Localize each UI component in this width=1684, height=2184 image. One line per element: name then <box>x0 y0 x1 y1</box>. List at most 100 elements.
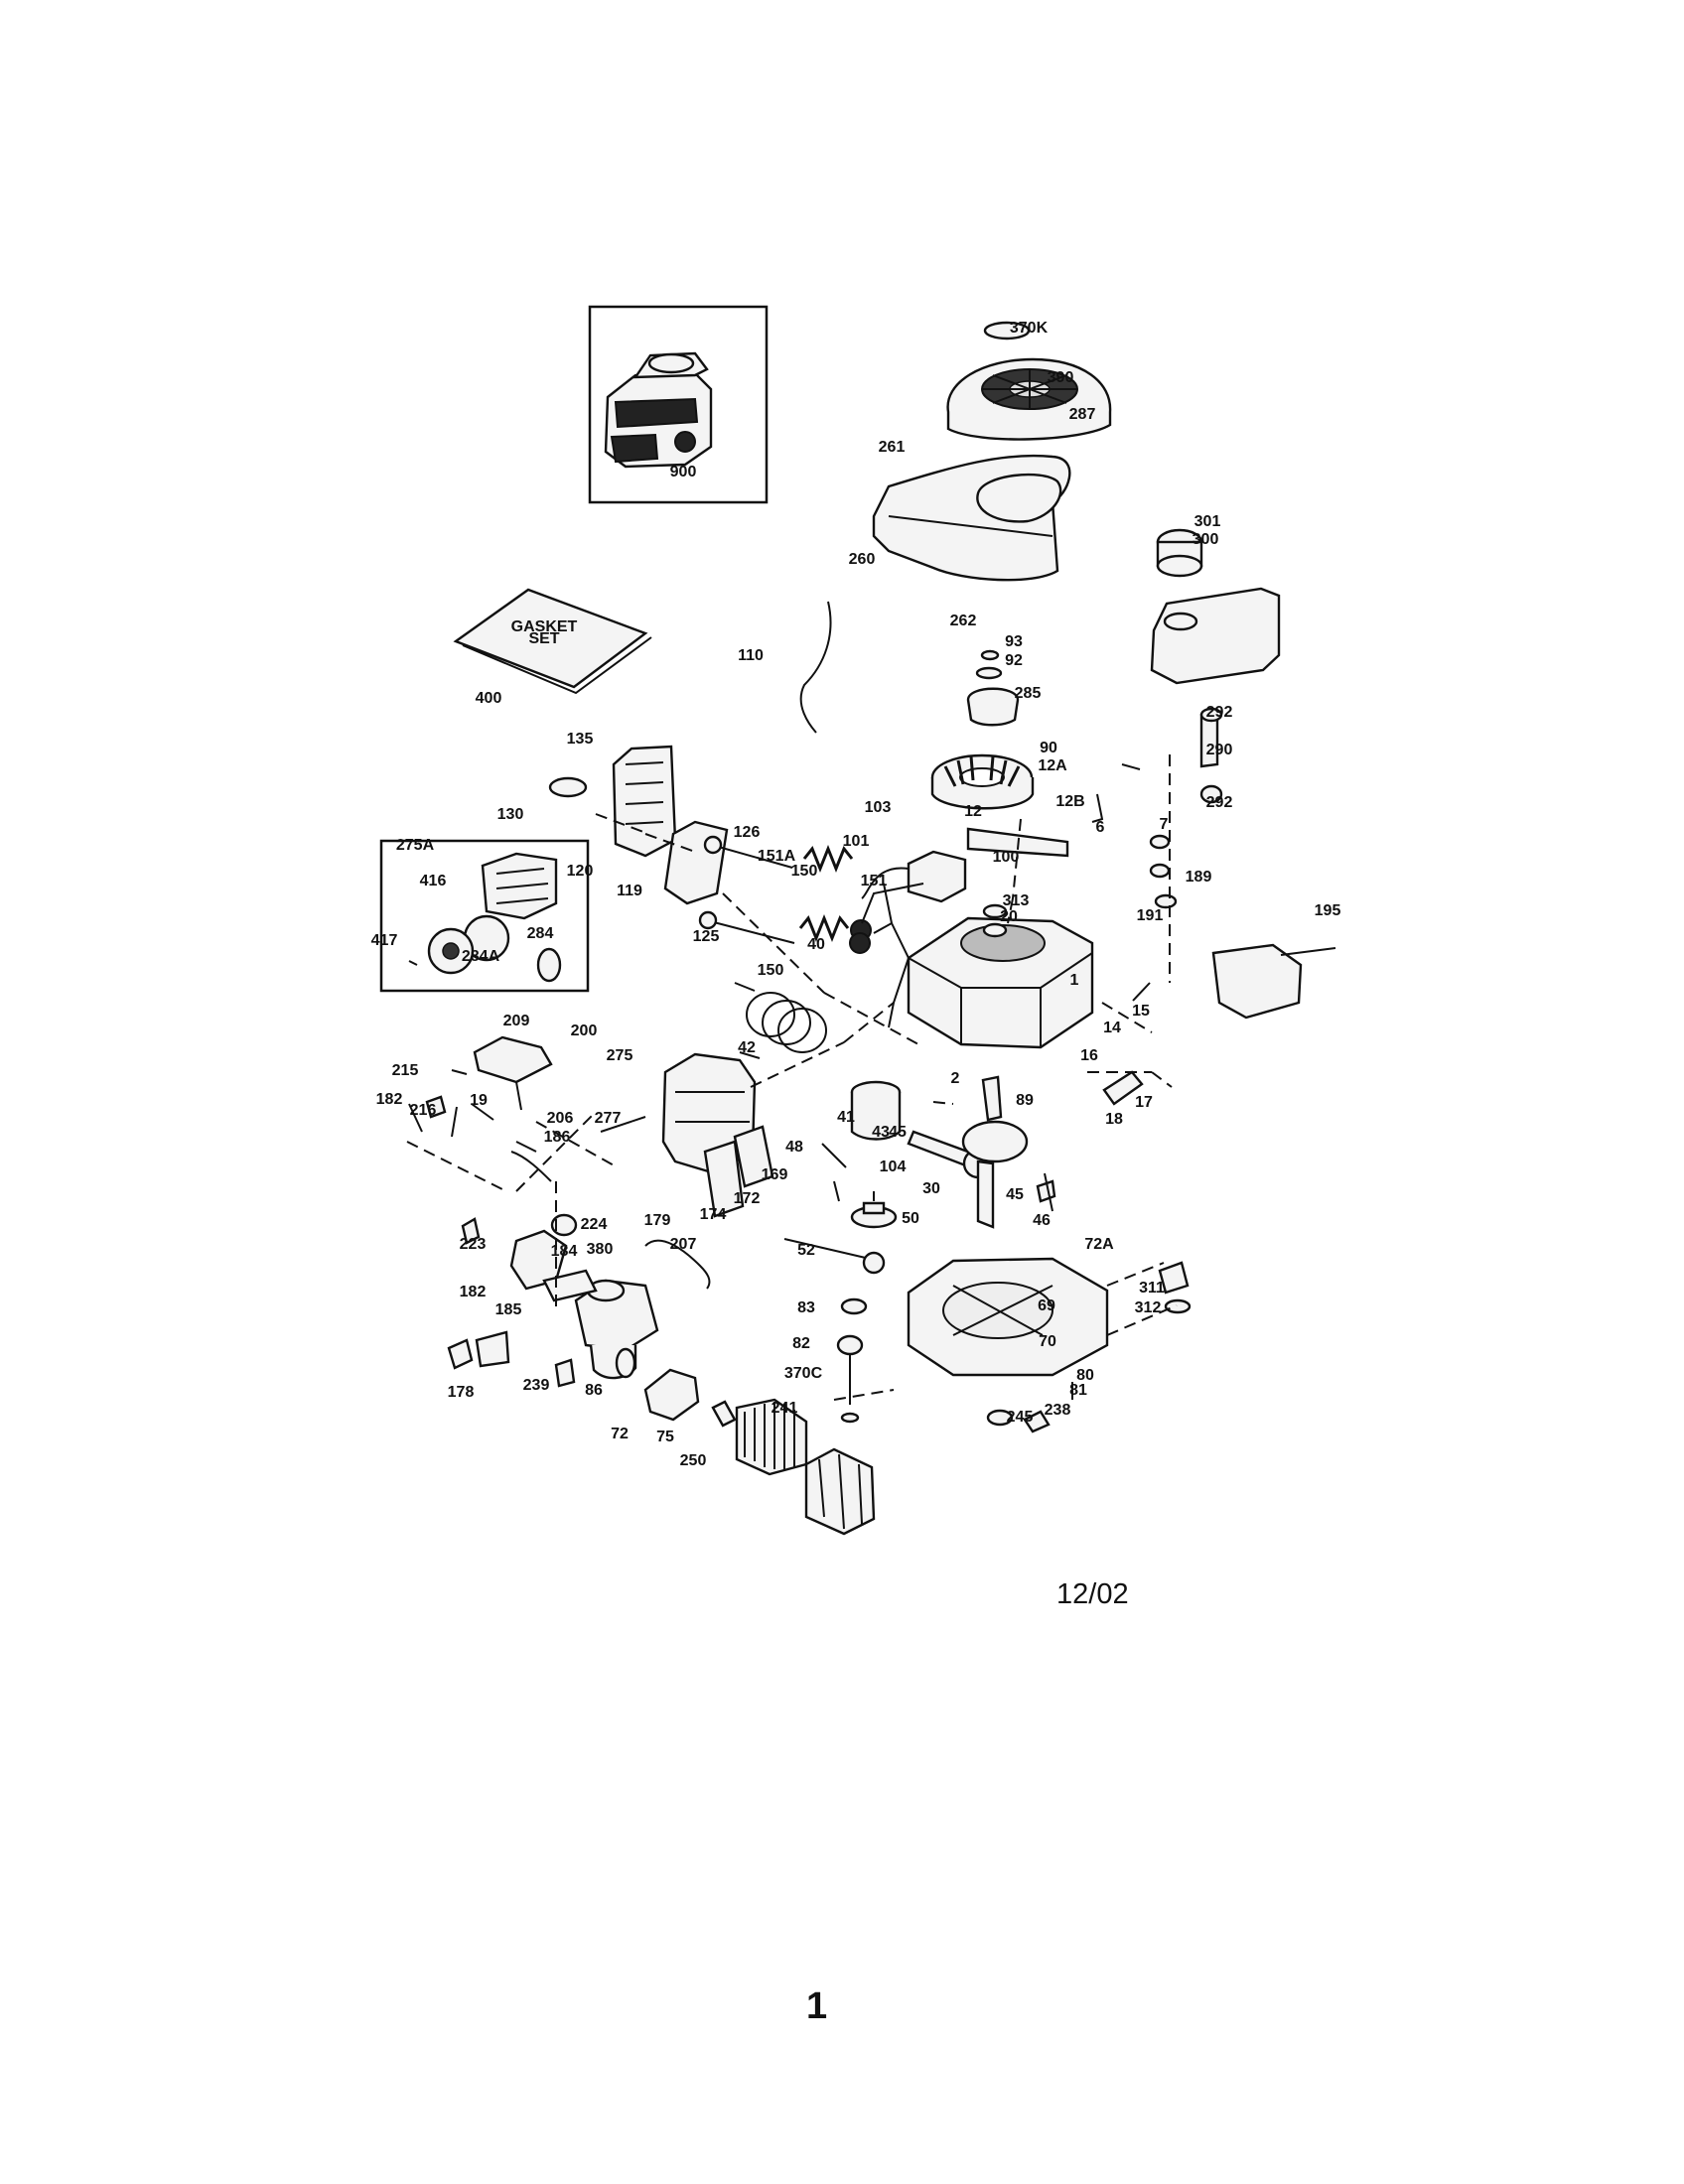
part-label-195: 195 <box>1315 902 1341 919</box>
part-label-83: 83 <box>797 1299 815 1316</box>
intake-gaskets-part <box>703 1125 774 1218</box>
part-label-15: 15 <box>1132 1003 1150 1020</box>
part-label-189: 189 <box>1186 869 1212 886</box>
part-label-216: 216 <box>410 1102 437 1119</box>
part-label-120: 120 <box>567 863 594 880</box>
svg-text:SET: SET <box>528 630 559 647</box>
air-cleaner-part <box>615 1347 876 1536</box>
part-label-50: 50 <box>902 1210 919 1227</box>
part-label-416: 416 <box>420 873 447 889</box>
date-code: 12/02 <box>1056 1578 1129 1610</box>
part-label-275a: 275A <box>396 837 435 854</box>
part-label-313: 313 <box>1003 892 1030 909</box>
cam-gear-part <box>783 1201 898 1275</box>
part-label-7: 7 <box>1160 816 1169 833</box>
cylinder-head-part <box>548 745 677 858</box>
part-label-900: 900 <box>670 464 697 480</box>
part-label-20: 20 <box>1000 908 1018 925</box>
fuel-tank-part <box>1150 528 1281 685</box>
flywheel-part <box>930 753 1035 810</box>
part-label-250: 250 <box>680 1452 707 1469</box>
part-label-285: 285 <box>1015 685 1042 702</box>
part-label-14: 14 <box>1103 1020 1121 1036</box>
rewind-starter-part <box>946 357 1112 441</box>
part-label-284: 284 <box>527 925 554 942</box>
valve-springs-part <box>798 844 872 954</box>
part-label-301: 301 <box>1194 513 1221 530</box>
part-label-72: 72 <box>611 1426 629 1442</box>
part-label-238: 238 <box>1045 1402 1071 1419</box>
part-label-185: 185 <box>495 1301 522 1318</box>
part-label-292: 292 <box>1206 794 1233 811</box>
part-label-178: 178 <box>448 1384 475 1401</box>
crankshaft-part <box>961 1075 1029 1229</box>
part-label-100: 100 <box>993 849 1020 866</box>
oil-slinger-part <box>836 1297 868 1424</box>
piston-connecting-rod-part <box>850 1080 994 1179</box>
ignition-module-part <box>861 850 967 903</box>
part-label-12b: 12B <box>1055 793 1084 810</box>
part-label-101: 101 <box>843 833 870 850</box>
part-label-186: 186 <box>544 1129 571 1146</box>
part-label-169: 169 <box>762 1166 788 1183</box>
part-label-275: 275 <box>607 1047 633 1064</box>
part-label-72a: 72A <box>1084 1236 1114 1253</box>
part-label-45: 45 <box>889 1124 907 1141</box>
part-label-245: 245 <box>1007 1409 1034 1426</box>
part-label-312: 312 <box>1135 1299 1162 1316</box>
part-label-119: 119 <box>617 883 642 899</box>
part-number-labels: 370K390287261900260262301300939211028540… <box>371 320 1341 1469</box>
part-label-292: 292 <box>1206 704 1233 721</box>
piston-rings-part <box>734 982 827 1059</box>
part-label-69: 69 <box>1038 1297 1055 1314</box>
part-label-82: 82 <box>792 1335 810 1352</box>
part-label-81: 81 <box>1069 1382 1087 1399</box>
part-label-16: 16 <box>1080 1047 1098 1064</box>
part-label-125: 125 <box>693 928 720 945</box>
part-label-277: 277 <box>595 1110 622 1127</box>
part-label-150: 150 <box>758 962 784 979</box>
part-label-179: 179 <box>644 1212 671 1229</box>
part-label-110: 110 <box>738 647 764 664</box>
part-label-390: 390 <box>1048 369 1074 386</box>
part-label-18: 18 <box>1105 1111 1123 1128</box>
part-label-370c: 370C <box>784 1365 823 1382</box>
part-label-103: 103 <box>865 799 892 816</box>
part-label-104: 104 <box>880 1159 907 1175</box>
part-label-40: 40 <box>807 936 825 953</box>
part-label-300: 300 <box>1193 531 1219 548</box>
part-label-89: 89 <box>1016 1092 1034 1109</box>
part-label-206: 206 <box>547 1110 574 1127</box>
part-label-215: 215 <box>392 1062 419 1079</box>
part-label-90: 90 <box>1040 740 1057 756</box>
part-label-209: 209 <box>503 1013 530 1029</box>
part-label-43: 43 <box>872 1124 890 1141</box>
part-label-41: 41 <box>837 1109 855 1126</box>
blower-housing-part <box>872 454 1071 582</box>
part-label-17: 17 <box>1135 1094 1153 1111</box>
part-label-42: 42 <box>738 1039 756 1056</box>
part-label-200: 200 <box>571 1023 598 1039</box>
part-label-126: 126 <box>734 824 761 841</box>
part-label-172: 172 <box>734 1190 761 1207</box>
part-label-151: 151 <box>861 873 888 889</box>
carburetor-part <box>574 1279 659 1380</box>
part-label-261: 261 <box>879 439 906 456</box>
part-label-48: 48 <box>785 1139 803 1156</box>
part-label-46: 46 <box>1033 1212 1051 1229</box>
part-label-400: 400 <box>476 690 502 707</box>
part-label-239: 239 <box>523 1377 550 1394</box>
part-label-184: 184 <box>551 1243 578 1260</box>
cap-ring-part <box>983 321 1031 341</box>
part-label-70: 70 <box>1039 1333 1056 1350</box>
part-label-223: 223 <box>460 1236 487 1253</box>
part-label-182: 182 <box>460 1284 487 1300</box>
ignition-wire-part <box>799 601 832 734</box>
engine-assembly-inset <box>588 305 769 504</box>
part-label-135: 135 <box>567 731 594 748</box>
part-label-12: 12 <box>964 803 982 820</box>
part-label-290: 290 <box>1206 742 1233 758</box>
part-label-75: 75 <box>656 1429 674 1445</box>
part-label-191: 191 <box>1137 907 1164 924</box>
